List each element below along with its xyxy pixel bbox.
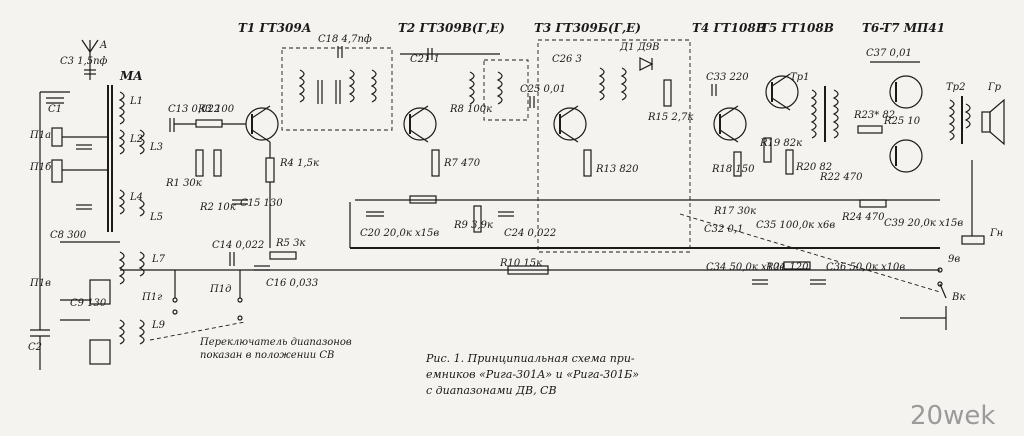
l7-label: L7 (151, 254, 166, 265)
c34-label: C34 50,0к x10в (706, 262, 785, 273)
supply-9v-label: 9в (948, 254, 960, 265)
t67-label: T6-T7 МП41 (862, 21, 945, 35)
switch-note-line2: показан в положении СВ (200, 350, 334, 361)
gn-label: Гн (989, 228, 1003, 239)
r1-label: R1 30к (165, 178, 202, 189)
c14-label: C14 0,022 (212, 240, 264, 251)
r15-label: R15 2,7к (647, 112, 693, 123)
pi1d-label: П1д (209, 284, 231, 295)
r9-label: R9 3,9к (453, 220, 493, 231)
r3-label: R3 100 (197, 104, 235, 115)
c35-label: C35 100,0к x6в (756, 220, 835, 231)
c39-label: C39 20,0к x15в (884, 218, 963, 229)
if-filter-2: C25 0,01 (483, 59, 566, 121)
r13-label: R13 820 (595, 164, 639, 175)
r23-label: R23* 82 (853, 110, 895, 121)
r19-label: R19 82к (759, 138, 802, 149)
t4-label: T4 ГТ108В (692, 21, 766, 35)
r5-label: R5 3к (275, 238, 305, 249)
stage-1: T1 ГТ309А C13 0,022 R3 100 R4 1,5к R1 30… (165, 21, 319, 289)
c15-label: C15 130 (240, 198, 283, 209)
figure-caption: Рис. 1. Принципиальная схема при- емнико… (425, 352, 639, 397)
input-section: A C3 1,5пф MA L1 L2 L3 L4 L5 C1 П1а П1б (29, 39, 163, 330)
l2-label: L2 (129, 134, 143, 145)
d1-label: Д1 Д9В (619, 42, 660, 53)
r2-label: R2 10к (199, 202, 236, 213)
r20-label: R20 82 (795, 162, 832, 173)
r24-label: R24 470 (841, 212, 885, 223)
c26-label: C26 3 (552, 54, 582, 65)
c8-label: C8 300 (50, 230, 87, 241)
l9-label: L9 (151, 320, 166, 331)
c18-label: C18 4,7пф (318, 34, 372, 45)
c24-label: C24 0,022 (504, 228, 556, 239)
c1-label: C1 (48, 104, 62, 115)
stage-2: T2 ГТ309В(Г,Е) C21 1 R8 100к R7 470 R9 3… (360, 21, 556, 239)
c32-label: C32 0,1 (704, 224, 743, 235)
r17-label: R17 30к (713, 206, 756, 217)
stage-3: T3 ГТ309Б(Г,Е) C26 3 Д1 Д9В R15 2,7к R13… (534, 21, 693, 253)
t1-label: T1 ГТ309А (238, 21, 312, 35)
watermark-text: 20wek (910, 401, 995, 431)
t5-label: T5 ГТ108В (760, 21, 834, 35)
r7-label: R7 470 (443, 158, 481, 169)
pi1v-label: П1в (29, 278, 51, 289)
l5-label: L5 (149, 212, 163, 223)
c37-label: C37 0,01 (866, 48, 912, 59)
t3-label: T3 ГТ309Б(Г,Е) (534, 21, 641, 35)
r8-label: R8 100к (449, 104, 492, 115)
l4-label: L4 (129, 192, 143, 203)
c25-label: C25 0,01 (520, 84, 566, 95)
tr1-label: Tр1 (790, 72, 809, 83)
c2-label: C2 (28, 342, 42, 353)
tr2-label: Tр2 (946, 82, 965, 93)
pi1a-label: П1а (29, 130, 51, 141)
r4-label: R4 1,5к (279, 158, 319, 169)
switch-group: П1г П1д Переключатель диапазонов показан… (141, 270, 352, 361)
r21-label: R21 120 (765, 262, 809, 273)
c36-label: C36 50,0к x10в (826, 262, 905, 273)
lw-section: C8 300 П1в C9 130 C2 L7 L9 (28, 230, 166, 370)
r18-label: R18 150 (711, 164, 755, 175)
r22-label: R22 470 (819, 172, 863, 183)
stage-4: T4 ГТ108В C33 220 R18 150 R17 30к C32 0,… (692, 21, 766, 235)
pi1g-label: П1г (141, 292, 162, 303)
caption-line-2: емников «Рига-301А» и «Рига-301Б» (426, 368, 639, 381)
l1-label: L1 (129, 96, 143, 107)
switch-note-line1: Переключатель диапазонов (199, 337, 352, 348)
r10-label: R10 15к (499, 258, 542, 269)
stage-5: T5 ГТ108В R19 82к R20 82 C35 100,0к x6в (756, 21, 835, 231)
c13-label: C13 0,022 (168, 104, 220, 115)
c9-label: C9 130 (70, 298, 107, 309)
ma-label: MA (119, 69, 143, 83)
speaker-label: Гр (987, 82, 1002, 93)
t2-label: T2 ГТ309В(Г,Е) (398, 21, 505, 35)
l3-label: L3 (149, 142, 163, 153)
c21-label: C21 1 (410, 54, 440, 65)
c16-label: C16 0,033 (266, 278, 318, 289)
c33-label: C33 220 (706, 72, 749, 83)
if-filter-1: C18 4,7пф (281, 34, 393, 131)
caption-line-3: с диапазонами ДВ, СВ (426, 384, 557, 397)
antenna-label: A (99, 40, 107, 51)
output-stage: T6-T7 МП41 C37 0,01 Tр1 R23* 82 R25 10 R… (790, 21, 1005, 245)
power-section: R10 15к C34 50,0к x10в R21 120 C36 50,0к… (499, 213, 965, 330)
pi1b-label: П1б (29, 162, 52, 173)
c20-label: C20 20,0к x15в (360, 228, 439, 239)
c3-label: C3 1,5пф (60, 56, 108, 67)
r25-label: R25 10 (883, 116, 921, 127)
caption-line-1: Рис. 1. Принципиальная схема при- (425, 352, 635, 365)
vk-label: Вк (951, 292, 965, 303)
